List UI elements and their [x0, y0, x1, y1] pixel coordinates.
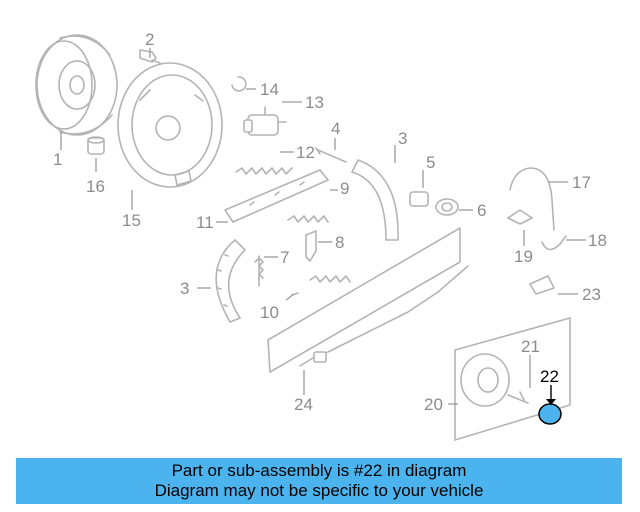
hose-bracket	[507, 209, 533, 225]
adjuster-lever	[224, 169, 329, 223]
callout-18: 18	[588, 231, 607, 250]
brake-hose	[509, 167, 555, 231]
lower-spring	[291, 275, 351, 296]
callout-23: 23	[582, 285, 601, 304]
callout-10: 10	[260, 303, 279, 322]
hold-down-spring	[254, 255, 264, 287]
callout-3-upper: 3	[398, 129, 407, 148]
grommet	[409, 191, 429, 207]
parts-diagram: 1 2 14 13 12 4 3 5 6 11 9 8 7 3 10 16 15…	[35, 30, 607, 441]
callout-7: 7	[280, 248, 289, 267]
callout-12: 12	[296, 143, 315, 162]
banner-line-1: Part or sub-assembly is #22 in diagram	[171, 461, 467, 480]
adjuster-spring	[287, 215, 329, 223]
callout-9: 9	[340, 179, 349, 198]
upper-spring	[235, 167, 293, 175]
callout-11: 11	[196, 213, 214, 232]
brake-line	[541, 235, 567, 251]
callout-6: 6	[477, 201, 486, 220]
callout-22: 22	[540, 367, 559, 386]
callout-17: 17	[572, 173, 591, 192]
parking-cable-kit	[267, 227, 469, 373]
shoe-bracket	[305, 230, 317, 262]
callout-20: 20	[424, 395, 443, 414]
bushing	[87, 136, 105, 155]
callout-8: 8	[335, 233, 344, 252]
leader-lines	[60, 48, 586, 405]
callout-24: 24	[294, 395, 313, 414]
line-clip	[529, 275, 555, 295]
drum-bolt	[139, 49, 161, 64]
callout-14: 14	[260, 80, 279, 99]
hub-assembly-box	[454, 317, 571, 441]
brake-drum	[35, 34, 118, 136]
retaining-pin	[315, 147, 347, 163]
brake-shoe-left	[215, 239, 246, 323]
banner-line-2: Diagram may not be specific to your vehi…	[154, 481, 484, 500]
callout-21: 21	[521, 337, 540, 356]
callout-15: 15	[122, 211, 141, 230]
callout-13: 13	[305, 93, 324, 112]
callout-5: 5	[426, 153, 435, 172]
callout-3-lower: 3	[180, 279, 189, 298]
callout-19: 19	[514, 247, 533, 266]
callout-2: 2	[145, 30, 154, 49]
brake-shoe-right	[351, 159, 399, 241]
callout-4: 4	[331, 119, 340, 138]
callout-1: 1	[53, 150, 62, 169]
retaining-clip	[231, 76, 247, 92]
info-banner: Part or sub-assembly is #22 in diagram D…	[16, 458, 622, 504]
highlighted-part-22	[538, 385, 562, 425]
callout-16: 16	[86, 177, 105, 196]
wheel-cylinder	[243, 106, 287, 136]
dust-cap	[435, 198, 459, 216]
backing-plate	[117, 62, 223, 188]
